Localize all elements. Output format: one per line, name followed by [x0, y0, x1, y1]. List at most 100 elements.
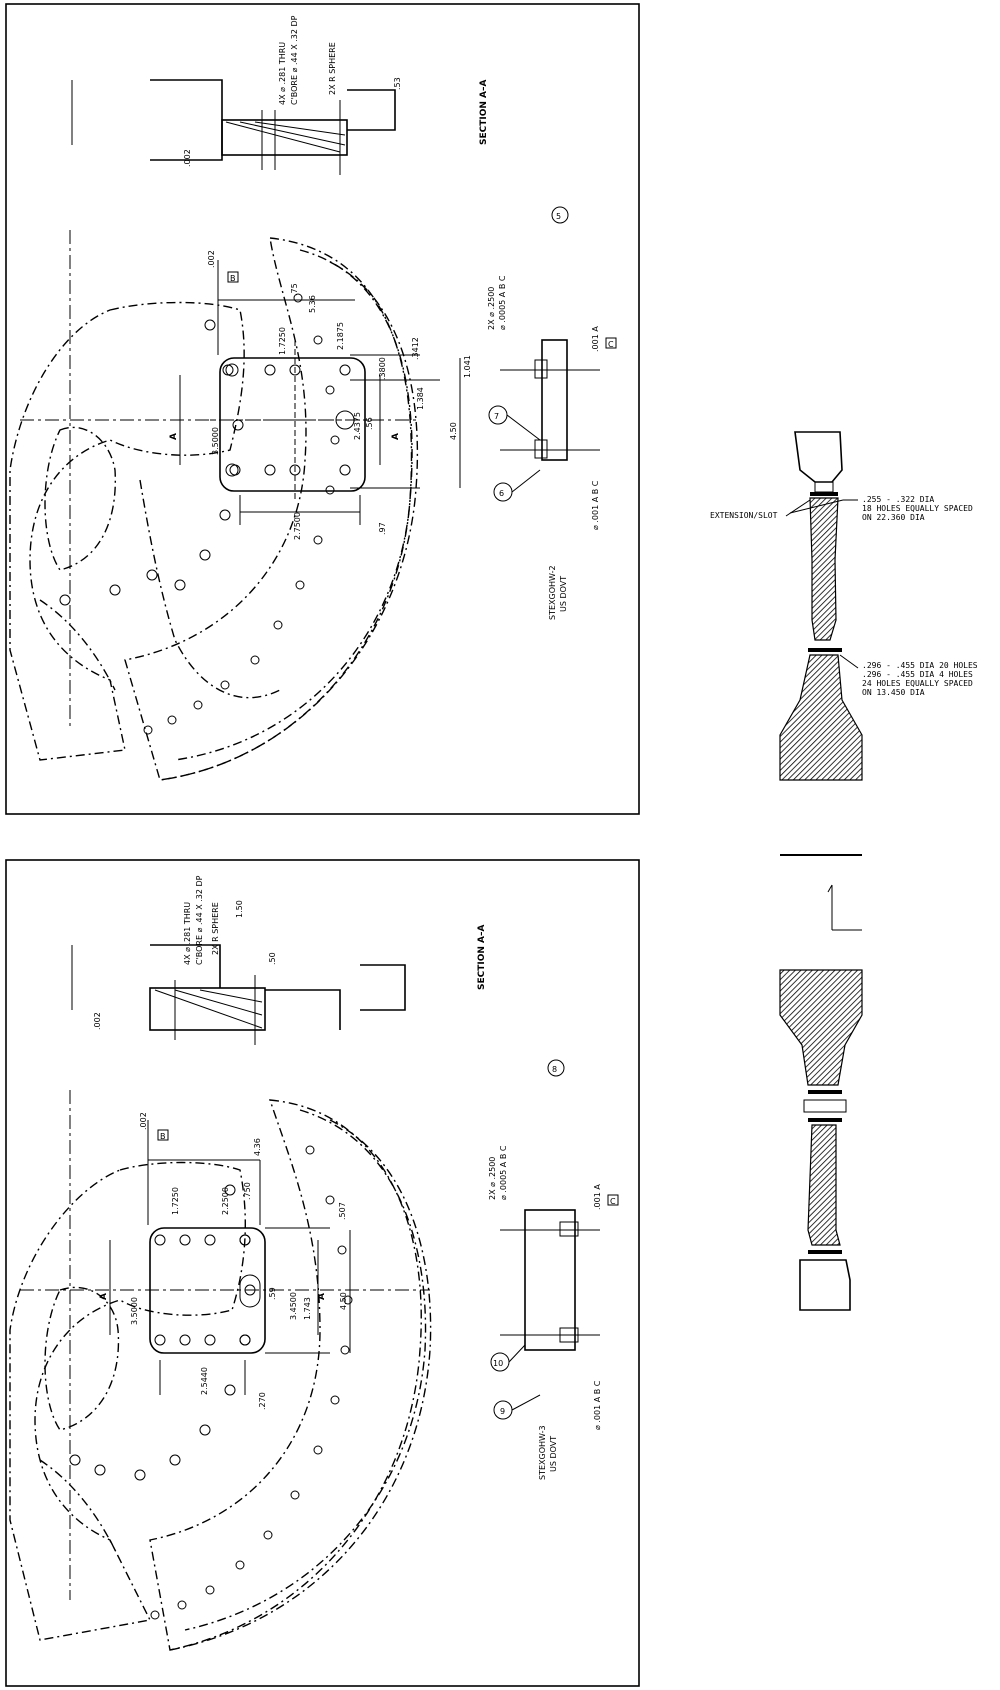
cut-marker-a-right: A — [317, 1293, 327, 1300]
datum-c: C — [608, 340, 614, 349]
sheet-number: 5 — [556, 212, 561, 221]
drawing-sheet-bottom: A A .002 4.36 1.7250 2.2500 .750 3.5000 … — [5, 859, 640, 1687]
hatched-stem — [807, 1124, 841, 1246]
dim-label: .002 — [183, 149, 192, 167]
fcf-label: ⌀ .0005 A B C — [498, 275, 507, 330]
section-cut-markers: A A — [169, 375, 401, 465]
part-number: STEXGOHW-3 — [538, 1425, 547, 1480]
dim-label: 5.36 — [308, 295, 317, 313]
dim-label: 3.5000 — [130, 1297, 139, 1325]
section-note: 2X R SPHERE — [328, 42, 337, 95]
dim-label: 2.1875 — [336, 322, 345, 350]
component-view-bottom: 2X ⌀ .2500 ⌀ .0005 A B C ⌀ .001 A B C .0… — [488, 1145, 619, 1430]
dim-label: .750 — [243, 1182, 252, 1200]
dim-label: .75 — [290, 283, 299, 296]
dim-label: 1.50 — [235, 900, 244, 918]
section-cut-markers: A A — [99, 1240, 327, 1335]
dim-label: .507 — [338, 1202, 347, 1220]
part-number: STEXGOHW-2 — [548, 565, 557, 620]
mounting-plate — [149, 1227, 266, 1354]
dimension-lines — [147, 1120, 351, 1395]
fcf-label: ⌀ .001 A B C — [591, 480, 600, 530]
hatched-flange — [779, 969, 863, 1086]
dim-label: 1.7250 — [278, 327, 287, 355]
dim-label: 2.5440 — [200, 1367, 209, 1395]
dim-label: .97 — [378, 522, 387, 535]
part-note: US DOVT — [559, 576, 568, 612]
callout-line: ON 22.360 DIA — [862, 513, 925, 522]
dim-label: 4.50 — [339, 1292, 348, 1310]
sheet-border — [5, 3, 640, 815]
datum-boxes: B — [157, 1129, 169, 1141]
drawing-sheet-top: A A .002 .75 5.36 1.7250 2.1875 .3800 3.… — [5, 3, 640, 815]
dim-label: 1.384 — [416, 387, 425, 410]
callout-line: .296 - .455 DIA 20 HOLES — [862, 661, 978, 670]
dim-label: .270 — [258, 1392, 267, 1410]
section-label: SECTION A–A — [479, 79, 489, 145]
section-note: 4X ⌀ .281 THRU — [278, 42, 287, 105]
sheet-number-balloon — [551, 206, 569, 224]
dimension-labels: .002 4.36 1.7250 2.2500 .750 3.5000 .59 … — [130, 1112, 348, 1410]
bolt-hole-pattern — [69, 1145, 353, 1620]
callout-line: 18 HOLES EQUALLY SPACED — [862, 504, 973, 513]
dim-label: 2.7500 — [293, 512, 302, 540]
callout-leader-label: EXTENSION/SLOT — [710, 511, 778, 520]
sheet-number-balloon — [547, 1059, 565, 1077]
callout-line: ON 13.450 DIA — [862, 688, 925, 697]
dimension-labels: .002 .75 5.36 1.7250 2.1875 .3800 3.5000… — [207, 250, 472, 540]
dim-label: .59 — [268, 1287, 277, 1300]
profile-cap — [799, 1259, 851, 1311]
dim-label: .53 — [393, 77, 402, 90]
balloon-10: 10 — [493, 1359, 503, 1368]
sheet-number: 8 — [552, 1065, 557, 1074]
dim-label: 4.36 — [253, 1138, 262, 1156]
section-note: C'BORE ⌀ .44 X .32 DP — [290, 15, 299, 105]
section-note: C'BORE ⌀ .44 X .32 DP — [195, 875, 204, 965]
dim-label: 3.5000 — [211, 427, 220, 455]
fcf-label: ⌀ .001 A B C — [593, 1380, 602, 1430]
dim-label: 1.041 — [463, 355, 472, 378]
fcf-label: 2X ⌀ .2500 — [487, 287, 496, 330]
dim-label: 2.4375 — [353, 412, 362, 440]
balloon-6: 6 — [499, 489, 504, 498]
mounting-plate — [210, 340, 380, 500]
profile-bottom — [779, 969, 863, 1311]
section-view-bottom: 4X ⌀ .281 THRU C'BORE ⌀ .44 X .32 DP 2X … — [93, 875, 406, 1045]
hatched-flange — [779, 654, 863, 781]
dim-label: .50 — [268, 952, 277, 965]
dim-label: 2.2500 — [221, 1187, 230, 1215]
dim-label: 1.7250 — [171, 1187, 180, 1215]
section-note: 4X ⌀ .281 THRU — [183, 902, 192, 965]
fcf-label: .001 A — [591, 326, 600, 352]
datum-b: B — [160, 1132, 166, 1141]
gear-plate-outline — [9, 237, 419, 781]
datum-boxes: B — [227, 271, 239, 283]
gear-plate-outline — [9, 1099, 432, 1651]
datum-c: C — [610, 1197, 616, 1206]
fcf-label: .001 A — [593, 1184, 602, 1210]
section-view-top: 4X ⌀ .281 THRU C'BORE ⌀ .44 X .32 DP 2X … — [150, 15, 402, 175]
dim-label: 4.50 — [449, 422, 458, 440]
datum-b: B — [230, 274, 236, 283]
balloons-top: 7 6 — [488, 405, 541, 502]
spec-callout-top: .255 - .322 DIA 18 HOLES EQUALLY SPACED … — [710, 495, 973, 522]
axis-indicator — [827, 884, 862, 931]
part-note: US DOVT — [549, 1436, 558, 1472]
dim-label: .3412 — [411, 337, 420, 360]
cut-marker-a-left: A — [99, 1293, 109, 1300]
dim-label: .002 — [139, 1112, 148, 1130]
dim-label: .3800 — [378, 357, 387, 380]
profile-top — [779, 431, 863, 781]
component-view-top: 2X ⌀ .2500 ⌀ .0005 A B C ⌀ .001 A B C .0… — [487, 275, 617, 530]
dim-label: .56 — [365, 417, 374, 430]
callout-line: 24 HOLES EQUALLY SPACED — [862, 679, 973, 688]
fcf-label: 2X ⌀ .2500 — [488, 1157, 497, 1200]
section-note: 2X R SPHERE — [211, 902, 220, 955]
callout-line: .296 - .455 DIA 4 HOLES — [862, 670, 973, 679]
dim-label: 3.4500 — [289, 1292, 298, 1320]
profile-cap — [794, 431, 843, 483]
balloon-9: 9 — [500, 1407, 505, 1416]
section-label: SECTION A–A — [477, 924, 487, 990]
cut-marker-a-right: A — [391, 433, 401, 440]
